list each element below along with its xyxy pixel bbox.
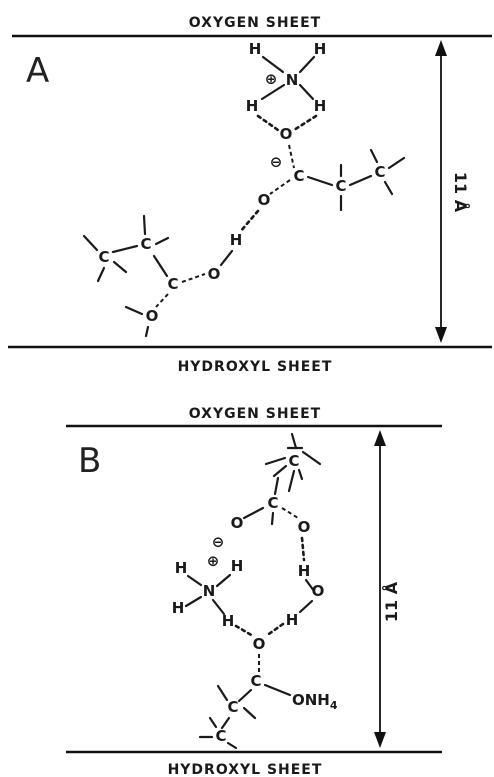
atom-h: H [231, 557, 244, 575]
atom-c: C [227, 698, 238, 716]
positive-charge-icon: ⊕ [207, 552, 220, 570]
onh4-label: ONH4 [292, 691, 338, 712]
atom-o: O [146, 307, 159, 325]
atom-c: C [335, 177, 346, 195]
panel-b-hbond-left [234, 624, 255, 638]
panel-a-ammonium-ion: H H ⊕ N H H [246, 40, 327, 115]
atom-c: C [374, 163, 385, 181]
panel-b-label: B [78, 441, 101, 481]
atom-o: O [298, 518, 311, 536]
atom-c: C [167, 275, 178, 293]
atom-h: H [249, 40, 262, 58]
atom-o: O [258, 191, 271, 209]
panel-a-hydrogen-bridge: H O [208, 209, 260, 283]
panel-a: OXYGEN SHEET HYDROXYL SHEET A 11 Å H H ⊕… [8, 15, 492, 375]
atom-h: H [175, 559, 188, 577]
panel-a-spacing-label: 11 Å [451, 172, 470, 213]
atom-h: H [286, 611, 299, 629]
atom-n: N [286, 71, 299, 89]
atom-h: H [298, 562, 311, 580]
atom-n: N [203, 582, 216, 600]
atom-h: H [314, 97, 327, 115]
atom-h: H [314, 40, 327, 58]
negative-charge-icon: ⊖ [270, 153, 283, 171]
panel-b-oxygen-sheet-label: OXYGEN SHEET [189, 406, 321, 422]
atom-o: O [208, 265, 221, 283]
atom-o: O [231, 514, 244, 532]
atom-h: H [230, 231, 243, 249]
atom-o: O [280, 125, 293, 143]
panel-a-hydroxyl-sheet-label: HYDROXYL SHEET [178, 359, 333, 375]
panel-b-carboxylate: O ⊖ O [212, 506, 311, 562]
atom-c: C [267, 494, 278, 512]
atom-c: C [98, 248, 109, 266]
atom-o: O [253, 635, 266, 653]
panel-b: OXYGEN SHEET HYDROXYL SHEET B 11 Å C C [66, 406, 442, 777]
panel-a-carboxyl-lower: C C C O [82, 214, 206, 338]
panel-b-lower-group: O C ONH4 C C [198, 635, 338, 750]
atom-c: C [288, 452, 299, 470]
atom-h: H [222, 612, 235, 630]
atom-o: O [312, 582, 325, 600]
atom-h: H [172, 599, 185, 617]
atom-c: C [293, 167, 304, 185]
atom-c: C [215, 727, 226, 745]
panel-b-water: H O H [286, 562, 325, 629]
atom-h: H [246, 97, 259, 115]
panel-a-spacing-arrow [435, 40, 447, 343]
panel-b-spacing-label: 11 Å [382, 581, 401, 622]
atom-c: C [140, 235, 151, 253]
positive-charge-icon: ⊕ [265, 70, 278, 88]
panel-a-oxygen-sheet-label: OXYGEN SHEET [189, 15, 321, 31]
panel-a-carboxylate-upper: O ⊖ C O C C [256, 114, 406, 212]
panel-b-hydroxyl-sheet-label: HYDROXYL SHEET [168, 762, 323, 777]
atom-c: C [250, 672, 261, 690]
panel-b-alkyl-upper: C C [264, 432, 322, 526]
panel-b-spacing-arrow [374, 430, 386, 748]
panel-a-label: A [26, 51, 49, 91]
panel-b-hbond-right [264, 622, 285, 638]
panel-b-ammonium-ion: ⊕ H H N H H [172, 552, 244, 630]
negative-charge-icon: ⊖ [212, 533, 225, 551]
